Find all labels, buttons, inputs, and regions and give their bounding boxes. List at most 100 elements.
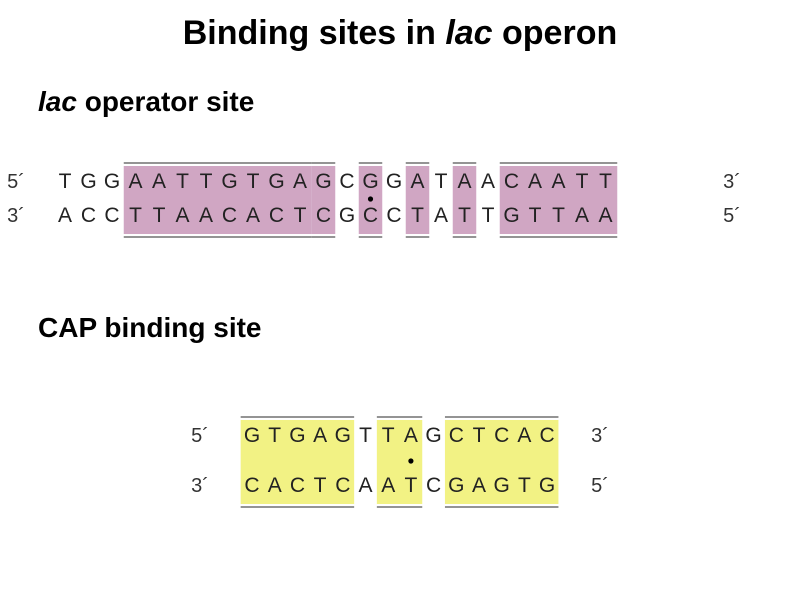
- lac-bottom-base: G: [503, 204, 519, 227]
- cap-bottom-base: C: [335, 474, 350, 497]
- lac-top-base: T: [176, 170, 189, 193]
- cap-bottom-base: T: [404, 474, 417, 497]
- lac-operator-heading: lac operator site: [38, 86, 254, 118]
- lac-top-base: A: [128, 170, 142, 193]
- cap-top-base: G: [244, 424, 260, 447]
- lac-highlight-box: [499, 166, 618, 234]
- page-title: Binding sites in lac operon: [0, 14, 800, 53]
- lac-bottom-base: C: [222, 204, 237, 227]
- lac-bottom-base: A: [434, 204, 448, 227]
- cap-bottom-base: A: [358, 474, 372, 497]
- lac-top-base: G: [221, 170, 237, 193]
- cap-top-base: A: [313, 424, 327, 447]
- lac-bottom-base: A: [575, 204, 589, 227]
- lac-bottom-base: A: [175, 204, 189, 227]
- lac-heading-italic: lac: [38, 86, 77, 117]
- cap-bottom-base: G: [494, 474, 510, 497]
- cap-top-base: C: [494, 424, 509, 447]
- cap-top-base: T: [382, 424, 395, 447]
- lac-heading-rest: operator site: [76, 86, 255, 117]
- cap-bottom-base: G: [448, 474, 464, 497]
- lac-top-base: G: [386, 170, 402, 193]
- lac-bottom-base: C: [104, 204, 119, 227]
- cap-bottom-base: T: [518, 474, 531, 497]
- cap-top-base: T: [359, 424, 372, 447]
- lac-top-base: T: [576, 170, 589, 193]
- lac-bottom-base: C: [81, 204, 96, 227]
- lac-bottom-base: T: [411, 204, 424, 227]
- cap-highlight-box: [444, 420, 559, 504]
- cap-top-base: G: [335, 424, 351, 447]
- lac-top-base: A: [457, 170, 471, 193]
- cap-center-dot: [408, 458, 414, 464]
- lac-bottom-base: T: [482, 204, 495, 227]
- title-italic-text: lac: [445, 14, 493, 52]
- lac-top-right-end: 3´: [723, 171, 741, 193]
- lac-top-base: C: [339, 170, 354, 193]
- cap-highlight-box: [240, 420, 355, 504]
- lac-bottom-base: C: [363, 204, 378, 227]
- lac-bottom-base: T: [529, 204, 542, 227]
- cap-top-left-end: 5´: [191, 425, 209, 447]
- lac-bottom-base: T: [458, 204, 471, 227]
- lac-top-base: A: [551, 170, 565, 193]
- lac-bottom-base: T: [129, 204, 142, 227]
- cap-top-base: C: [540, 424, 555, 447]
- lac-top-base: A: [293, 170, 307, 193]
- cap-bottom-base: T: [314, 474, 327, 497]
- cap-top-base: T: [473, 424, 486, 447]
- cap-bottom-base: A: [268, 474, 282, 497]
- lac-top-base: T: [59, 170, 72, 193]
- cap-bottom-base: C: [426, 474, 441, 497]
- cap-bottom-base: A: [472, 474, 486, 497]
- lac-top-base: G: [104, 170, 120, 193]
- cap-top-base: G: [289, 424, 305, 447]
- lac-top-base: G: [268, 170, 284, 193]
- lac-highlight-box: [311, 166, 336, 234]
- lac-bottom-base: T: [153, 204, 166, 227]
- lac-top-base: T: [247, 170, 260, 193]
- lac-top-base: C: [504, 170, 519, 193]
- cap-top-base: T: [268, 424, 281, 447]
- lac-bottom-right-end: 5´: [723, 205, 741, 227]
- cap-top-base: A: [517, 424, 531, 447]
- lac-highlight-box: [452, 166, 477, 234]
- cap-bottom-right-end: 5´: [591, 475, 609, 497]
- lac-bottom-base: A: [246, 204, 260, 227]
- cap-bottom-base: G: [539, 474, 555, 497]
- lac-top-base: T: [200, 170, 213, 193]
- lac-top-base: T: [435, 170, 448, 193]
- cap-highlight-box: [376, 420, 423, 504]
- lac-bottom-base: A: [199, 204, 213, 227]
- cap-top-right-end: 3´: [591, 425, 609, 447]
- cap-bottom-base: C: [290, 474, 305, 497]
- lac-center-dot: [367, 196, 374, 202]
- lac-bottom-base: G: [339, 204, 355, 227]
- lac-bottom-base: T: [294, 204, 307, 227]
- cap-top-base: G: [425, 424, 441, 447]
- lac-top-base: G: [80, 170, 96, 193]
- lac-top-base: A: [410, 170, 424, 193]
- cap-bottom-base: C: [244, 474, 259, 497]
- lac-bottom-base: T: [552, 204, 565, 227]
- lac-bottom-base: C: [269, 204, 284, 227]
- lac-bottom-base: A: [58, 204, 72, 227]
- lac-bottom-base: A: [598, 204, 612, 227]
- lac-highlight-box: [123, 166, 312, 234]
- cap-binding-heading: CAP binding site: [38, 312, 262, 343]
- lac-top-base: A: [528, 170, 542, 193]
- lac-bottom-base: C: [386, 204, 401, 227]
- lac-bottom-base: C: [316, 204, 331, 227]
- lac-top-base: A: [481, 170, 495, 193]
- cap-top-base: A: [404, 424, 418, 447]
- lac-top-base: G: [362, 170, 378, 193]
- lac-top-base: A: [152, 170, 166, 193]
- cap-bottom-left-end: 3´: [191, 475, 209, 497]
- lac-top-base: G: [315, 170, 331, 193]
- lac-top-left-end: 5´: [7, 171, 25, 193]
- lac-bottom-left-end: 3´: [7, 205, 25, 227]
- title-text: Binding sites in: [182, 14, 446, 52]
- title-rest-text: operon: [492, 14, 618, 52]
- lac-top-base: T: [599, 170, 612, 193]
